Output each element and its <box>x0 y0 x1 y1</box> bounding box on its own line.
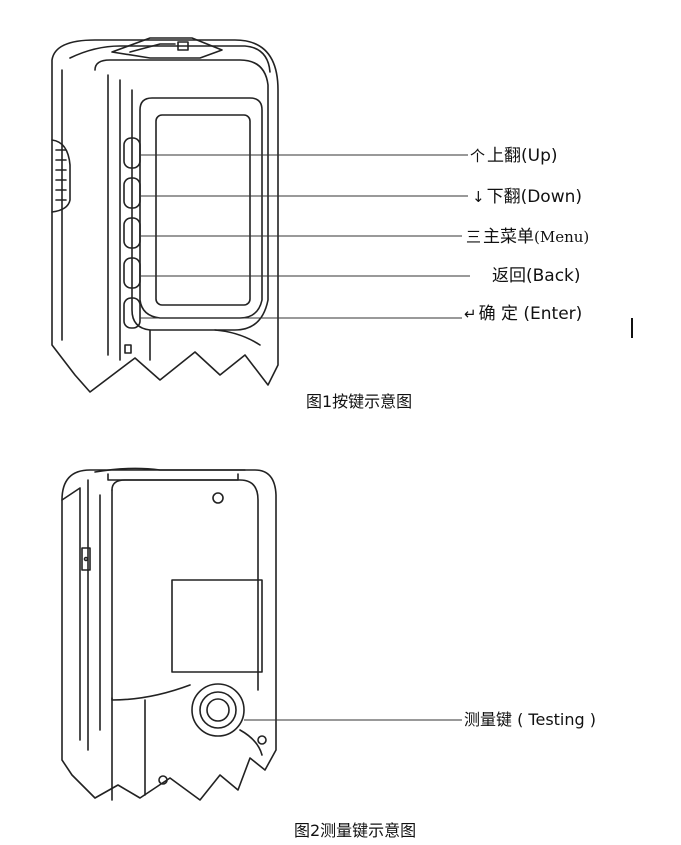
label-back: 返回(Back) <box>492 266 581 286</box>
up-arrow-icon: 个 <box>470 147 486 165</box>
figure-2-test-button-diagram: 测量键 ( Testing ) 图2测量键示意图 <box>0 440 681 845</box>
label-testing: 测量键 ( Testing ) <box>464 710 596 729</box>
menu-icon: 三 <box>466 228 482 246</box>
device-front-illustration <box>51 37 470 393</box>
figure-1-caption: 图1按键示意图 <box>306 392 413 411</box>
device-back-illustration <box>61 467 462 801</box>
text-cursor <box>631 318 633 338</box>
figure-1-button-diagram: 个上翻(Up) ↓下翻(Down) 三主菜单(Menu) 返回(Back) ↵确… <box>0 0 681 420</box>
figure-2-caption: 图2测量键示意图 <box>294 821 417 840</box>
label-down: ↓下翻(Down) <box>472 187 583 207</box>
label-menu: 三主菜单(Menu) <box>466 227 590 247</box>
label-enter: ↵确 定 (Enter) <box>464 304 583 324</box>
label-up: 个上翻(Up) <box>470 146 558 166</box>
down-arrow-icon: ↓ <box>472 188 485 206</box>
enter-icon: ↵ <box>464 305 477 323</box>
